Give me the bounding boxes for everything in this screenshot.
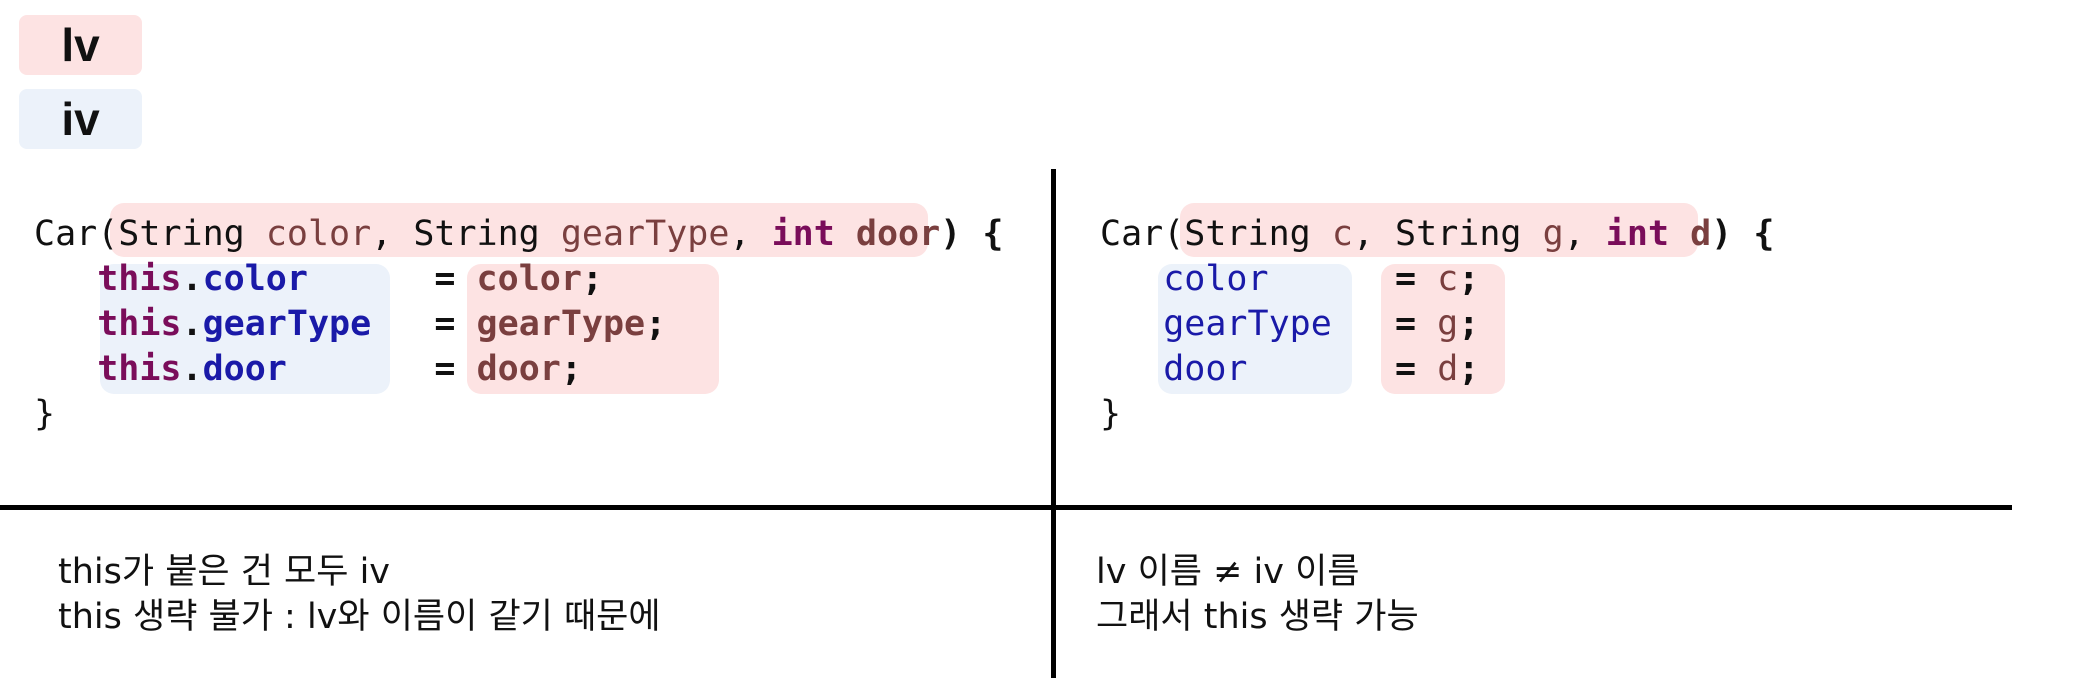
left-param-door: door — [855, 214, 941, 254]
right-assign-row: door = d; — [1163, 349, 1480, 389]
right-values-highlight — [1381, 264, 1505, 394]
right-closing-brace: } — [1100, 394, 1122, 434]
right-note: lv 이름 ≠ iv 이름 그래서 this 생략 가능 — [1096, 550, 1419, 640]
left-note: this가 붙은 건 모두 iv this 생략 불가 : lv와 이름이 같기… — [58, 550, 661, 640]
right-param-g: g — [1542, 214, 1564, 254]
left-note-line1: this가 붙은 건 모두 iv — [58, 552, 391, 592]
left-code-block: Car(String color, String gearType, int d… — [34, 212, 1003, 437]
right-assign-row: gearType = g; — [1163, 304, 1480, 344]
left-param-geartype: gearType — [560, 214, 730, 254]
right-param-c: c — [1331, 214, 1353, 254]
right-assign-row: color = c; — [1163, 259, 1480, 299]
right-signature: Car(String c, String g, int d) { — [1100, 214, 1775, 254]
left-note-line2: this 생략 불가 : lv와 이름이 같기 때문에 — [58, 597, 661, 637]
legend-iv: iv — [19, 89, 142, 149]
left-assign-row: this.door = door; — [97, 349, 582, 389]
right-int-keyword: int — [1605, 214, 1670, 254]
left-fields-highlight — [100, 264, 390, 394]
horizontal-divider — [0, 505, 2012, 510]
right-params-highlight — [1180, 203, 1698, 257]
right-note-line1: lv 이름 ≠ iv 이름 — [1096, 552, 1360, 592]
left-signature: Car(String color, String gearType, int d… — [34, 214, 1004, 254]
left-assign-row: this.color = color; — [97, 259, 603, 299]
left-assign-row: this.gearType = gearType; — [97, 304, 667, 344]
left-params-highlight — [110, 203, 928, 257]
left-closing-brace: } — [34, 394, 56, 434]
left-param-color: color — [265, 214, 372, 254]
right-fields-highlight — [1158, 264, 1352, 394]
legend-lv: lv — [19, 15, 142, 75]
left-int-keyword: int — [771, 214, 835, 254]
right-code-block: Car(String c, String g, int d) { color =… — [1100, 212, 1774, 437]
vertical-divider — [1051, 169, 1056, 678]
right-param-d: d — [1690, 214, 1712, 254]
left-values-highlight — [467, 264, 719, 394]
right-note-line2: 그래서 this 생략 가능 — [1096, 597, 1419, 637]
